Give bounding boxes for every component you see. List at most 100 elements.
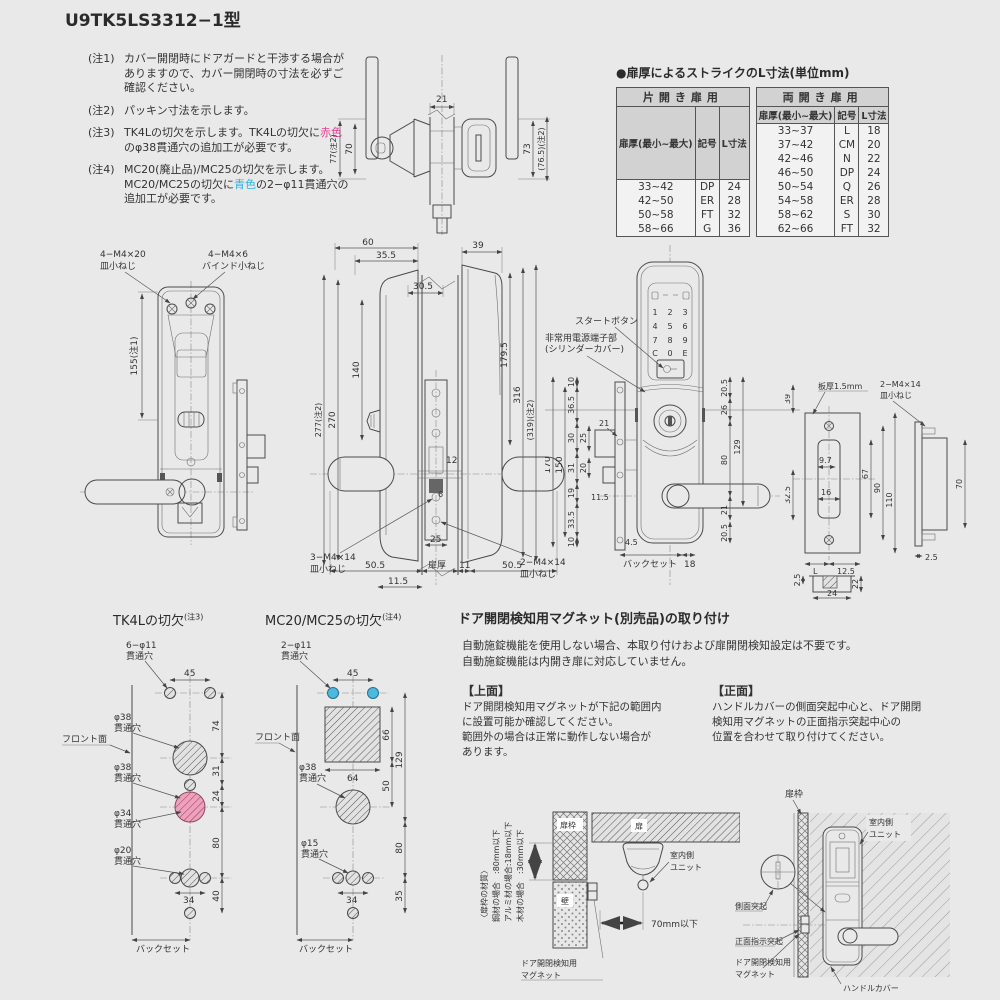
hole-label: φ15	[301, 839, 318, 849]
dim-label: 25	[579, 433, 588, 443]
magnet-label: ドア開閉検知用	[735, 957, 791, 967]
phi38-hole	[335, 789, 371, 825]
screw-label: 2−M4×14	[880, 380, 921, 389]
wall-label: 壁	[561, 896, 569, 906]
dim-label: 扉厚	[428, 559, 446, 571]
note-4-label: (注4)	[88, 163, 115, 176]
notes-block: (注1) カバー開閉時にドアガードと干渉する場合がありますので、カバー開閉時の寸…	[88, 52, 350, 215]
front-view-drawing: 1 2 3 4 5 6 7 8 9 C 0 E スタートボタン 非常用電源端子部…	[545, 245, 800, 585]
material-note: 〈扉枠の材質〉	[479, 866, 489, 922]
dim-label: 60	[362, 238, 374, 248]
dim-label: 9.7	[819, 456, 832, 465]
screw-label: 皿小ねじ	[520, 569, 556, 580]
dim-label: 31	[567, 463, 576, 473]
dim-label: 35	[395, 890, 405, 901]
svg-text:1: 1	[652, 308, 657, 317]
dim-label: 140	[352, 361, 362, 378]
indoor-unit-label: 室内側	[869, 817, 893, 827]
dim-label: 90	[873, 483, 882, 493]
dim-label: 80	[395, 842, 405, 854]
svg-text:2: 2	[667, 308, 672, 317]
page-title: U9TK5LS3312−1型	[65, 11, 241, 31]
screw-label: 3−M4×14	[310, 553, 356, 563]
faceplate	[594, 381, 637, 551]
magnifier-detail	[760, 854, 826, 913]
hole-label: 貫通穴	[126, 650, 153, 662]
callout-label: スタートボタン	[575, 316, 638, 327]
note-2-text: パッキン寸法を示します。	[124, 103, 255, 117]
rear-view-drawing: 4−M4×20 皿小ねじ 4−M4×6 バインド小ねじ 155(注1)	[80, 250, 266, 545]
tk4l-cutout-drawing: 45 74 31 24 80 40 34 6−φ11 貫通穴 φ38 貫通穴 φ…	[62, 641, 232, 955]
dim-label: 11	[459, 561, 470, 571]
dim-label: 129	[733, 439, 742, 454]
phi11-blue-hole	[327, 687, 339, 699]
note-1-text: カバー開閉時にドアガードと干渉する場合がありますので、カバー開閉時の寸法を必ずご…	[124, 52, 344, 94]
dim-label: 12.5	[837, 567, 855, 576]
dim-label: L	[813, 567, 818, 576]
hole-label: 貫通穴	[299, 772, 326, 784]
side-view-drawing: 60 35.5 30.5 39 277(注2) 270 140 179.5 31…	[310, 238, 565, 589]
strike-side-view: 70 2.5	[914, 421, 967, 562]
dim-label: 30.5	[413, 282, 433, 292]
dim-label: 19	[567, 488, 576, 498]
magnet-label: マグネット	[735, 969, 775, 979]
dim-label: 70	[955, 479, 964, 489]
material-note: アルミ材の場合:18mm以下	[503, 822, 513, 922]
hole-label: 貫通穴	[114, 855, 141, 867]
top-view-drawing: 21 77(注2) 70 73 (76.5)(注2)	[330, 55, 550, 235]
hole-label: φ38	[114, 763, 132, 773]
material-note: 木材の場合 :30mm以下	[515, 830, 525, 922]
double-door-caption: 両開き扉用	[755, 87, 890, 106]
svg-text:4: 4	[652, 322, 657, 331]
dim-label: 35.5	[376, 251, 396, 261]
dim-label: 34	[346, 896, 358, 906]
hole-label: φ38	[299, 763, 317, 773]
magnet-label: ドア開閉検知用	[521, 958, 577, 968]
front-face-label: フロント面	[62, 734, 107, 745]
side-protrusion-label: 側面突起	[735, 901, 767, 911]
callout-label: 非常用電源端子部	[545, 332, 617, 344]
note-2-label: (注2)	[88, 103, 115, 117]
hole-label: 2−φ11	[281, 641, 312, 651]
hole-label: 貫通穴	[301, 848, 328, 860]
dim-label: 179.5	[500, 342, 510, 368]
dim-label: 11.5	[591, 493, 609, 502]
dim-label: 40	[212, 890, 222, 902]
handle-cover-label: ハンドルカバー	[843, 984, 899, 993]
phi11-blue-hole	[367, 687, 379, 699]
keypad-icons	[651, 291, 690, 300]
top-face-text: ドア開閉検知用マグネットが下記の範囲内 に設置可能か確認してください。 範囲外の…	[462, 701, 662, 758]
dim-label: 110	[885, 492, 894, 507]
handle	[837, 927, 899, 946]
dim-label: 21	[599, 419, 609, 428]
strike-box-section: 24 22 2.5	[793, 574, 863, 600]
svg-text:5: 5	[667, 322, 672, 331]
hole-label: φ34	[114, 809, 132, 819]
front-face-label: フロント面	[255, 732, 300, 743]
note-1-label: (注1)	[88, 52, 115, 65]
phi38-hole	[172, 740, 208, 776]
svg-text:0: 0	[667, 349, 672, 358]
dim-label: 70mm以下	[651, 920, 698, 930]
hole-label: φ38	[114, 713, 132, 723]
mc-title: MC20/MC25の切欠(注4)	[265, 612, 402, 629]
front-protrusion-label: 正面指示突起	[735, 936, 783, 946]
indoor-unit-label: 室内側	[670, 850, 694, 860]
phi34-pink-hole	[174, 791, 206, 823]
frame-strip	[797, 812, 809, 978]
dim-label: 150	[555, 456, 565, 473]
magnet-block	[587, 882, 598, 901]
rect-cutout	[324, 706, 381, 763]
screw-icon	[166, 297, 216, 315]
hole-label: 貫通穴	[281, 650, 308, 662]
screw-label: 皿小ねじ	[100, 261, 136, 272]
dim-label: 70	[345, 143, 355, 155]
